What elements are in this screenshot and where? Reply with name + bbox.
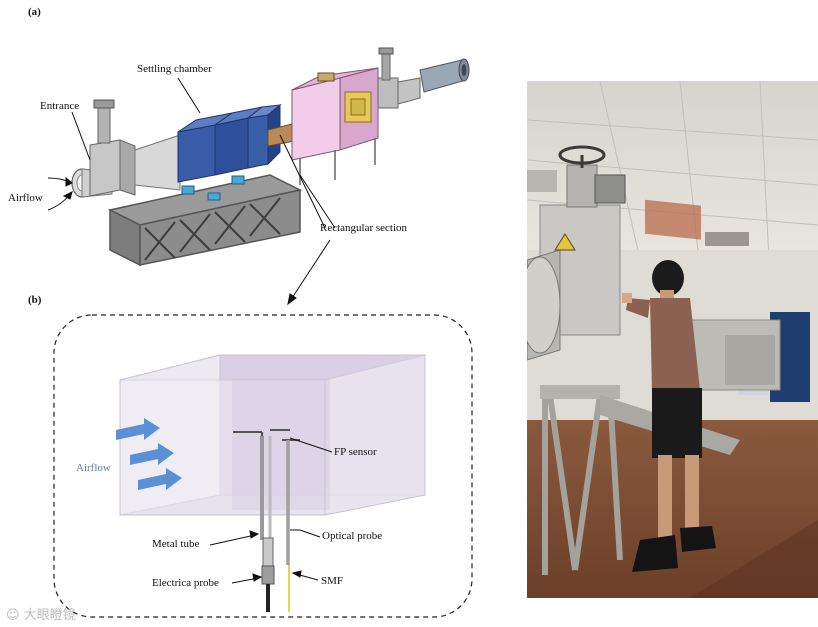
- lab-photo: [0, 0, 818, 627]
